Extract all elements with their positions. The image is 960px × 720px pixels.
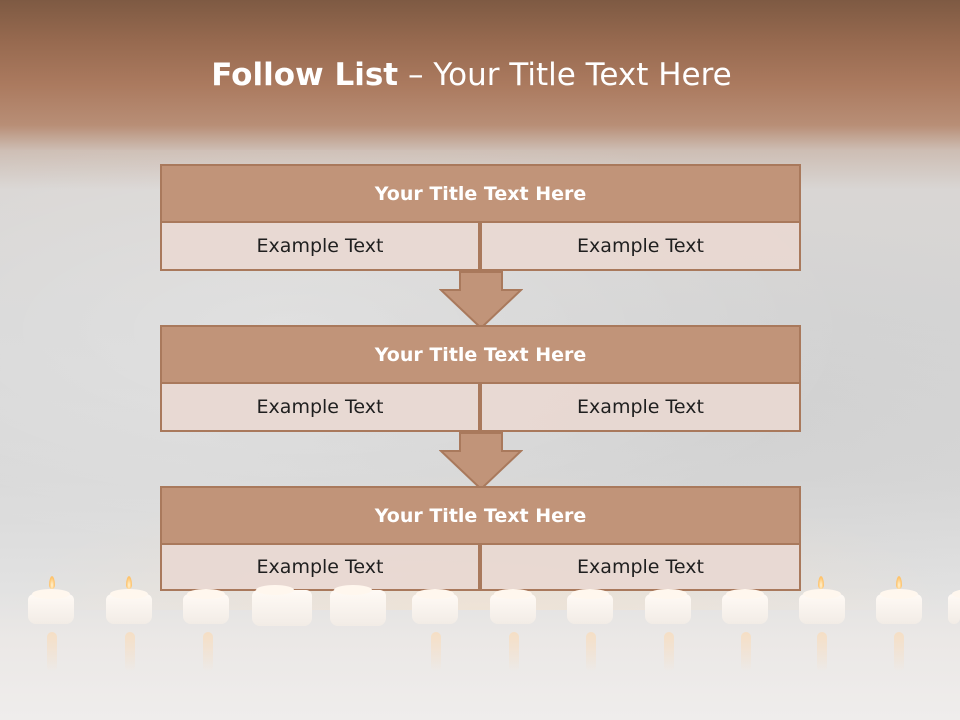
candle-icon — [330, 585, 386, 626]
flow-step-2-title: Your Title Text Here — [160, 325, 801, 384]
flame-icon — [126, 576, 132, 589]
flow-step-1-title: Your Title Text Here — [160, 164, 801, 223]
candle-reflection — [664, 632, 674, 672]
down-arrow-icon — [439, 432, 523, 490]
candle-icon — [645, 589, 691, 624]
candle-reflection — [894, 632, 904, 672]
candle-reflection — [741, 632, 751, 672]
candle-icon — [412, 589, 458, 624]
candle-icon — [183, 589, 229, 624]
flow-step-3: Your Title Text Here Example Text Exampl… — [160, 486, 801, 591]
candle-reflection — [47, 632, 57, 672]
candle-reflection — [203, 632, 213, 672]
candle-icon — [28, 589, 74, 624]
flame-icon — [818, 576, 824, 589]
candle-reflection — [817, 632, 827, 672]
flow-step-2: Your Title Text Here Example Text Exampl… — [160, 325, 801, 433]
flame-icon — [49, 576, 55, 589]
candle-icon — [490, 589, 536, 624]
flow-step-3-right-text: Example Text — [480, 543, 801, 591]
candle-icon — [106, 589, 152, 624]
flow-step-2-left-text: Example Text — [160, 382, 480, 432]
flow-step-3-left-text: Example Text — [160, 543, 480, 591]
slide-title-bold: Follow List — [211, 57, 399, 93]
candle-icon — [799, 589, 845, 624]
candle-icon — [252, 585, 312, 626]
candle-reflection — [509, 632, 519, 672]
flow-step-1-left-text: Example Text — [160, 221, 480, 271]
flow-step-3-title: Your Title Text Here — [160, 486, 801, 545]
candle-reflection — [586, 632, 596, 672]
candle-icon — [722, 589, 768, 624]
flow-step-1: Your Title Text Here Example Text Exampl… — [160, 164, 801, 272]
flow-step-1-right-text: Example Text — [480, 221, 801, 271]
down-arrow-icon — [439, 271, 523, 329]
flame-icon — [896, 576, 902, 589]
candles-decoration — [0, 570, 960, 720]
flow-step-2-right-text: Example Text — [480, 382, 801, 432]
slide-title: Follow List – Your Title Text Here — [0, 52, 943, 98]
candle-icon — [876, 589, 922, 624]
candle-icon — [948, 589, 960, 624]
candle-reflection — [125, 632, 135, 672]
slide-title-rest: – Your Title Text Here — [398, 57, 732, 93]
candle-icon — [567, 589, 613, 624]
candle-reflection — [431, 632, 441, 672]
